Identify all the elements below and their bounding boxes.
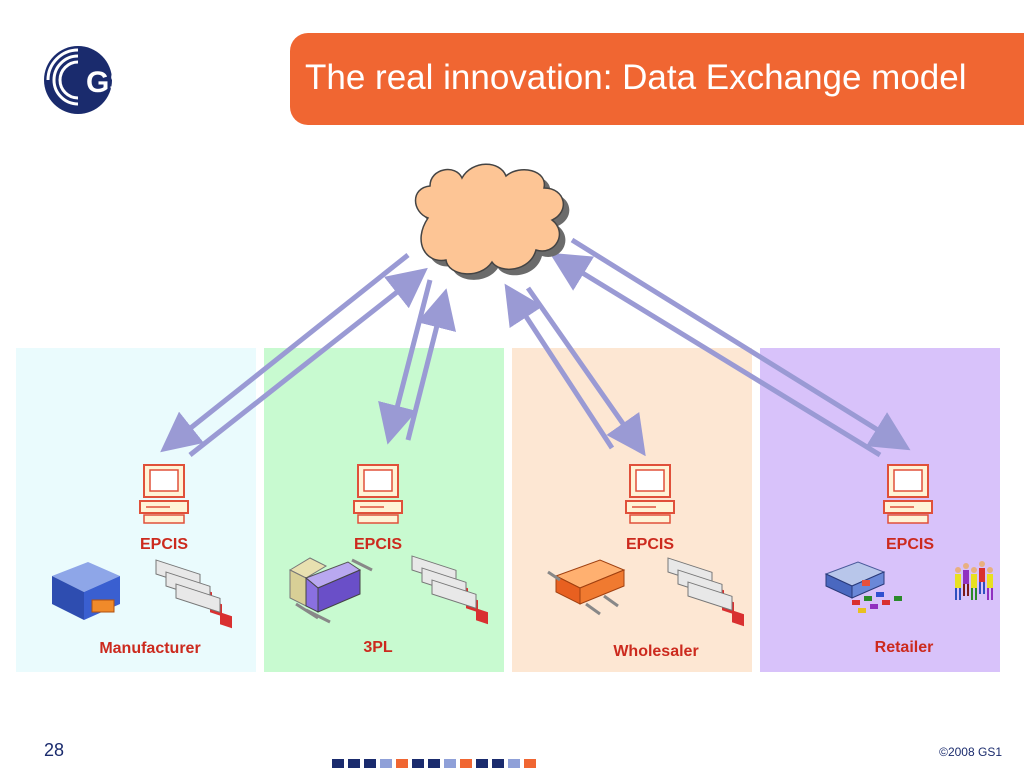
epcis-label-retailer: EPCIS: [885, 536, 934, 553]
footer-stripe-segment: [520, 759, 524, 768]
footer-stripe-segment: [508, 759, 520, 768]
factory-building-icon: [52, 562, 120, 620]
computer-icon: [353, 464, 403, 524]
arrow-cloud-to-wholesaler: [525, 286, 646, 457]
epcis-label-wholesaler: EPCIS: [625, 536, 674, 553]
footer-stripe-segment: [360, 759, 364, 768]
arrow-cloud-to-3pl: [378, 279, 433, 445]
copyright-notice: ©2008 GS1: [939, 745, 1002, 759]
computer-icon: [139, 464, 189, 524]
computer-icon: [625, 464, 675, 524]
warehouse-icon: [288, 557, 373, 624]
footer-stripe-segment: [348, 759, 360, 768]
footer-stripe-segment: [396, 759, 408, 768]
epcis-label-manufacturer: EPCIS: [139, 536, 188, 553]
footer-stripe-segment: [392, 759, 396, 768]
panel-title-wholesaler: Wholesaler: [613, 643, 699, 660]
footer-stripe-segment: [440, 759, 444, 768]
footer-stripe-segment: [476, 759, 488, 768]
truck-fleet-icon: [667, 557, 744, 627]
arrow-retailer-to-cloud: [549, 252, 882, 458]
page-title: The real innovation: Data Exchange model: [305, 58, 967, 97]
footer-stripe-segment: [524, 759, 536, 768]
title-banner: [290, 33, 1024, 125]
footer-stripe-segment: [332, 759, 344, 768]
footer-stripe-segment: [444, 759, 456, 768]
footer-stripe-segment: [472, 759, 476, 768]
logo-text: GS1: [86, 66, 140, 99]
footer-stripe-segment: [488, 759, 492, 768]
cloud-icon: [414, 163, 570, 280]
panel-title-manufacturer: Manufacturer: [99, 640, 201, 657]
epcis-label-3pl: EPCIS: [353, 536, 402, 553]
arrow-wholesaler-to-cloud: [504, 283, 615, 450]
distribution-center-icon: [547, 559, 626, 616]
arrow-3pl-to-cloud: [405, 288, 457, 441]
footer-stripe-segment: [412, 759, 424, 768]
parking-lot-cars: [852, 592, 902, 613]
footer-stripe-segment: [380, 759, 392, 768]
consumers-icon: [955, 561, 993, 600]
footer-stripe-segment: [364, 759, 376, 768]
footer-stripe-segment: [456, 759, 460, 768]
footer-stripe-segment: [424, 759, 428, 768]
arrow-manufacturer-to-cloud: [188, 267, 428, 457]
footer-stripe-segment: [376, 759, 380, 768]
footer-stripe-segment: [428, 759, 440, 768]
footer-stripe-segment: [344, 759, 348, 768]
arrow-cloud-to-retailer: [570, 237, 911, 451]
panel-retailer: [760, 348, 1000, 672]
panel-title-retailer: Retailer: [874, 639, 934, 656]
footer-stripe-segment: [504, 759, 508, 768]
footer-stripe-segment: [408, 759, 412, 768]
footer-stripe-segment: [460, 759, 472, 768]
gs1-logo: GS1: [44, 46, 140, 114]
retail-store-icon: [824, 561, 902, 613]
truck-fleet-icon: [155, 559, 232, 629]
computer-icon: [883, 464, 933, 524]
footer-stripe-segment: [492, 759, 504, 768]
panel-title-3pl: 3PL: [363, 639, 393, 656]
truck-fleet-icon: [411, 555, 488, 625]
panel-manufacturer: [16, 348, 256, 672]
arrow-cloud-to-manufacturer: [160, 253, 410, 453]
page-number: 28: [44, 740, 65, 760]
